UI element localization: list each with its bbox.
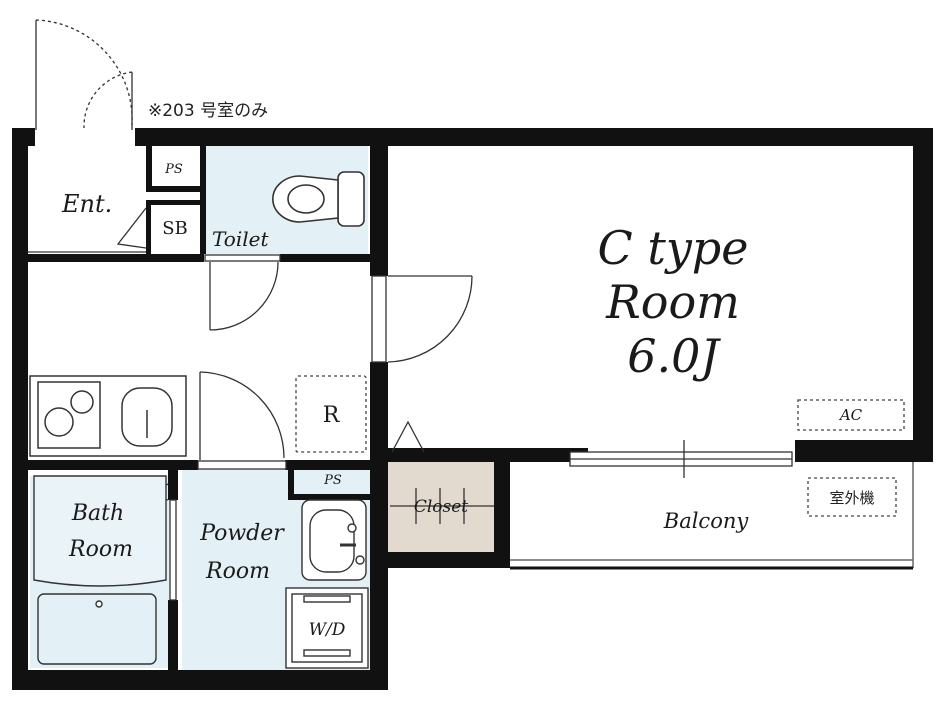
ac-label: AC: [838, 406, 863, 424]
bath-label-line2: Room: [68, 537, 133, 562]
powder-door: [197, 371, 287, 470]
vanity-sink: [301, 499, 367, 581]
closet-label: Closet: [414, 497, 468, 517]
fridge-label: R: [323, 403, 341, 428]
closet-floor: [388, 462, 494, 552]
outdoor-unit: [807, 477, 897, 517]
note-text: ※203 号室のみ: [148, 101, 268, 121]
washer-space: [285, 587, 369, 669]
bath-label-line1: Bath: [71, 501, 124, 526]
powder-label-line2: Room: [205, 559, 270, 584]
shoe-box-door: [116, 207, 147, 249]
main-room-line3: 6.0J: [627, 329, 721, 383]
bathtub: [33, 475, 167, 665]
ps-mid-label: PS: [323, 473, 342, 488]
powder-label-line1: Powder: [199, 521, 285, 546]
ps-top-label: PS: [164, 162, 183, 177]
main-room-line2: Room: [605, 275, 740, 329]
toilet-label: Toilet: [212, 227, 269, 251]
balcony-label: Balcony: [663, 509, 750, 533]
walls: [12, 128, 933, 690]
ac-unit: [797, 399, 905, 431]
sb-label: SB: [162, 218, 188, 239]
kitchen-counter: [29, 375, 187, 457]
ent-label: Ent.: [61, 190, 112, 218]
toilet-door: [204, 254, 281, 331]
toilet-icon: [272, 171, 365, 227]
closet-opening: [390, 420, 494, 524]
balcony-window: [569, 440, 793, 478]
wd-label: W/D: [309, 620, 346, 640]
main-room-line1: C type: [598, 221, 749, 275]
outdoor-unit-label: 室外機: [829, 489, 874, 507]
entrance-door-swing: [35, 19, 133, 130]
room-door: [371, 275, 473, 363]
fridge-space: [295, 375, 367, 453]
